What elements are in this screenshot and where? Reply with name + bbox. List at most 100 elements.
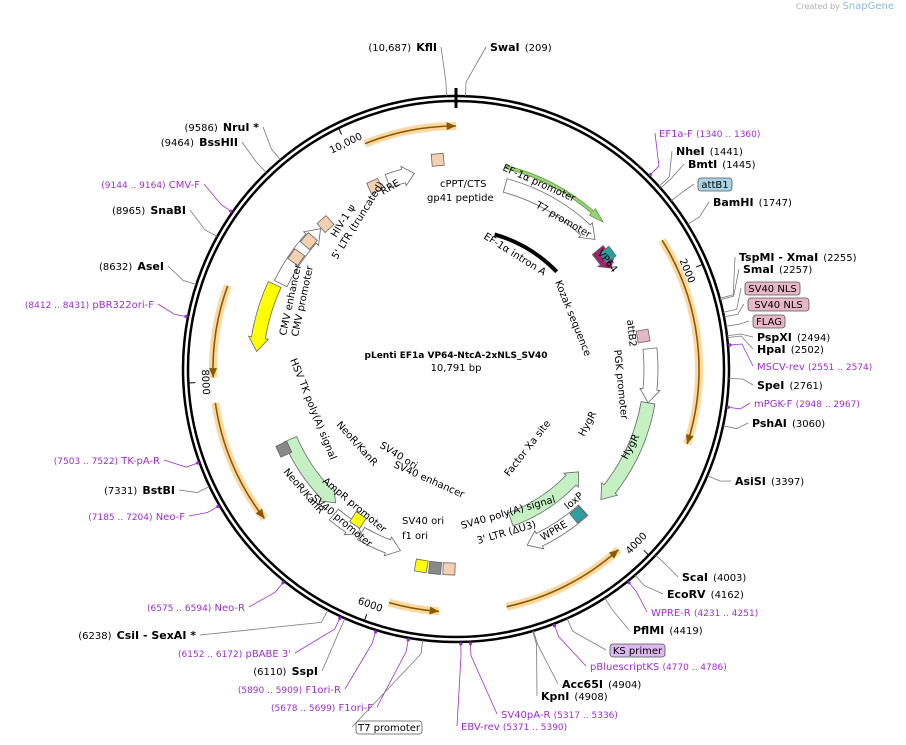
box-leader xyxy=(723,303,745,318)
primer-name: MSCV-rev xyxy=(757,362,805,373)
site-ecorv[interactable]: EcoRV (4162) xyxy=(667,583,744,602)
primer-name: EBV-rev xyxy=(461,722,500,733)
feature-label-kozak-sequence: Kozak sequence xyxy=(552,279,592,358)
site-nhei[interactable]: NheI (1441) xyxy=(676,140,743,159)
site-scai[interactable]: ScaI (4003) xyxy=(682,566,746,585)
primer-cmv-f[interactable]: (9144 .. 9164) CMV-F xyxy=(101,180,200,191)
feature-block[interactable] xyxy=(275,440,293,458)
site-leader xyxy=(707,475,732,482)
primer-f1ori-f[interactable]: (5678 .. 5699) F1ori-F xyxy=(271,703,373,714)
primer-pbr322ori-f[interactable]: (8412 .. 8431) pBR322ori-F xyxy=(25,300,154,311)
site-kfli[interactable]: (10,687) KflI xyxy=(368,36,437,55)
site-spei[interactable]: SpeI (2761) xyxy=(757,374,823,393)
feature-block[interactable] xyxy=(366,177,384,195)
feature-block[interactable] xyxy=(442,562,456,576)
site-bstbi[interactable]: (7331) BstBI xyxy=(104,479,175,498)
orf-arc xyxy=(506,548,620,608)
primer-neo-r[interactable]: (6575 .. 6594) Neo-R xyxy=(147,603,245,614)
box-sv40-nls[interactable] xyxy=(744,281,801,296)
primer-pbluescriptks[interactable]: pBluescriptKS (4770 .. 4786) xyxy=(590,662,727,673)
site-tspmi-xmai[interactable]: TspMI - XmaI (2255) xyxy=(739,246,857,265)
primer-range: (7503 .. 7522) xyxy=(54,457,118,467)
site-hpai[interactable]: HpaI (2502) xyxy=(757,338,824,357)
site-leader xyxy=(719,256,736,299)
feature-block[interactable] xyxy=(430,152,445,167)
feature-label-attb2: attB2 xyxy=(624,319,638,347)
primer-mscv-rev[interactable]: MSCV-rev (2551 .. 2574) xyxy=(757,362,872,373)
feature-block[interactable] xyxy=(316,215,335,234)
primer-leader xyxy=(456,641,462,727)
primer-marker xyxy=(406,638,410,642)
site-position: (4904) xyxy=(608,680,641,691)
feature-block[interactable] xyxy=(635,328,651,344)
primer-range: (4770 .. 4786) xyxy=(662,663,726,673)
feature-ori[interactable] xyxy=(247,280,282,353)
primer-marker xyxy=(627,581,631,585)
box-ks-primer[interactable] xyxy=(609,643,666,658)
site-position: (4908) xyxy=(574,692,607,703)
site-bmti[interactable]: BmtI (1445) xyxy=(688,153,756,172)
site-smai[interactable]: SmaI (2257) xyxy=(743,258,812,277)
primer-range: (2948 .. 2967) xyxy=(796,400,860,410)
site-snabi[interactable]: (8965) SnaBI xyxy=(112,199,186,218)
site-sspi[interactable]: (6110) SspI xyxy=(253,660,318,679)
primer-ebv-rev[interactable]: EBV-rev (5371 .. 5390) xyxy=(461,722,567,733)
primer-mpgk-f[interactable]: mPGK-F (2948 .. 2967) xyxy=(754,399,860,410)
box-t7-promoter[interactable] xyxy=(355,720,423,735)
primer-neo-f[interactable]: (7185 .. 7204) Neo-F xyxy=(88,512,185,523)
site-leader xyxy=(726,333,754,338)
site-position: (1747) xyxy=(759,198,792,209)
primer-pbabe-3[interactable]: (6152 .. 6172) pBABE 3' xyxy=(178,649,291,660)
feature-hygr[interactable] xyxy=(507,471,579,527)
site-leader xyxy=(465,46,487,97)
site-pflmi[interactable]: PflMI (4419) xyxy=(633,619,703,638)
box-flag[interactable] xyxy=(752,314,786,329)
feature-block[interactable] xyxy=(349,511,367,529)
feature-block[interactable] xyxy=(287,248,306,267)
site-asei[interactable]: (8632) AseI xyxy=(99,255,164,274)
primer-f1ori-r[interactable]: (5890 .. 5909) F1ori-R xyxy=(238,685,341,696)
site-position: (1445) xyxy=(722,160,755,171)
site-bamhi[interactable]: BamHI (1747) xyxy=(713,191,792,210)
site-csii-sexai[interactable]: (6238) CsiI - SexAI * xyxy=(78,624,196,643)
site-swai[interactable]: SwaI (209) xyxy=(490,36,552,55)
site-leader xyxy=(178,486,210,493)
primer-ef1a-f[interactable]: EF1a-F (1340 .. 1360) xyxy=(659,129,760,140)
feature-pgk-promoter[interactable] xyxy=(639,347,661,404)
box-leader xyxy=(351,639,424,728)
site-leader xyxy=(533,630,559,685)
site-pspxi[interactable]: PspXI (2494) xyxy=(757,326,830,345)
primer-sites: EF1a-F (1340 .. 1360) MSCV-rev (2551 .. 2… xyxy=(25,129,872,733)
feature-ef1-promoter[interactable] xyxy=(502,178,596,240)
feature-block[interactable] xyxy=(299,232,318,251)
primer-range: (8412 .. 8431) xyxy=(25,301,89,311)
primer-range: (6152 .. 6172) xyxy=(178,650,242,660)
primer-sv40pa-r[interactable]: SV40pA-R (5317 .. 5336) xyxy=(501,710,618,721)
feature-block[interactable] xyxy=(428,560,443,575)
feature-block[interactable] xyxy=(413,558,429,574)
primer-wpre-r[interactable]: WPRE-R (4231 .. 4251) xyxy=(651,608,758,619)
orf-arrowhead xyxy=(209,368,218,378)
primer-range: (5371 .. 5390) xyxy=(503,723,567,733)
site-pshai[interactable]: PshAI (3060) xyxy=(752,412,825,431)
box-attb1[interactable] xyxy=(697,177,733,192)
primer-name: Neo-R xyxy=(215,603,246,614)
site-name: AsiSI xyxy=(735,475,766,488)
box-sv40-nls[interactable] xyxy=(747,297,810,312)
site-position: (9464) xyxy=(161,138,194,149)
feature-hygr[interactable] xyxy=(600,401,656,501)
feature-block[interactable] xyxy=(598,245,617,264)
site-kpni[interactable]: KpnI (4908) xyxy=(541,685,608,704)
site-bsshii[interactable]: (9464) BssHII xyxy=(161,131,238,150)
site-asisi[interactable]: AsiSI (3397) xyxy=(735,470,804,489)
primer-name: pBR322ori-F xyxy=(92,300,154,311)
site-acc65i[interactable]: Acc65I (4904) xyxy=(562,673,641,692)
site-nrui[interactable]: (9586) NruI * xyxy=(185,116,260,135)
primer-tk-pa-r[interactable]: (7503 .. 7522) TK-pA-R xyxy=(54,456,160,467)
feature-neor-kanr[interactable] xyxy=(283,436,337,504)
feature-block[interactable] xyxy=(569,505,588,524)
feature-ef1-promoter[interactable] xyxy=(505,165,605,223)
feature-gp41-peptide[interactable] xyxy=(384,165,415,189)
feature-sv40-promoter[interactable] xyxy=(356,526,402,557)
